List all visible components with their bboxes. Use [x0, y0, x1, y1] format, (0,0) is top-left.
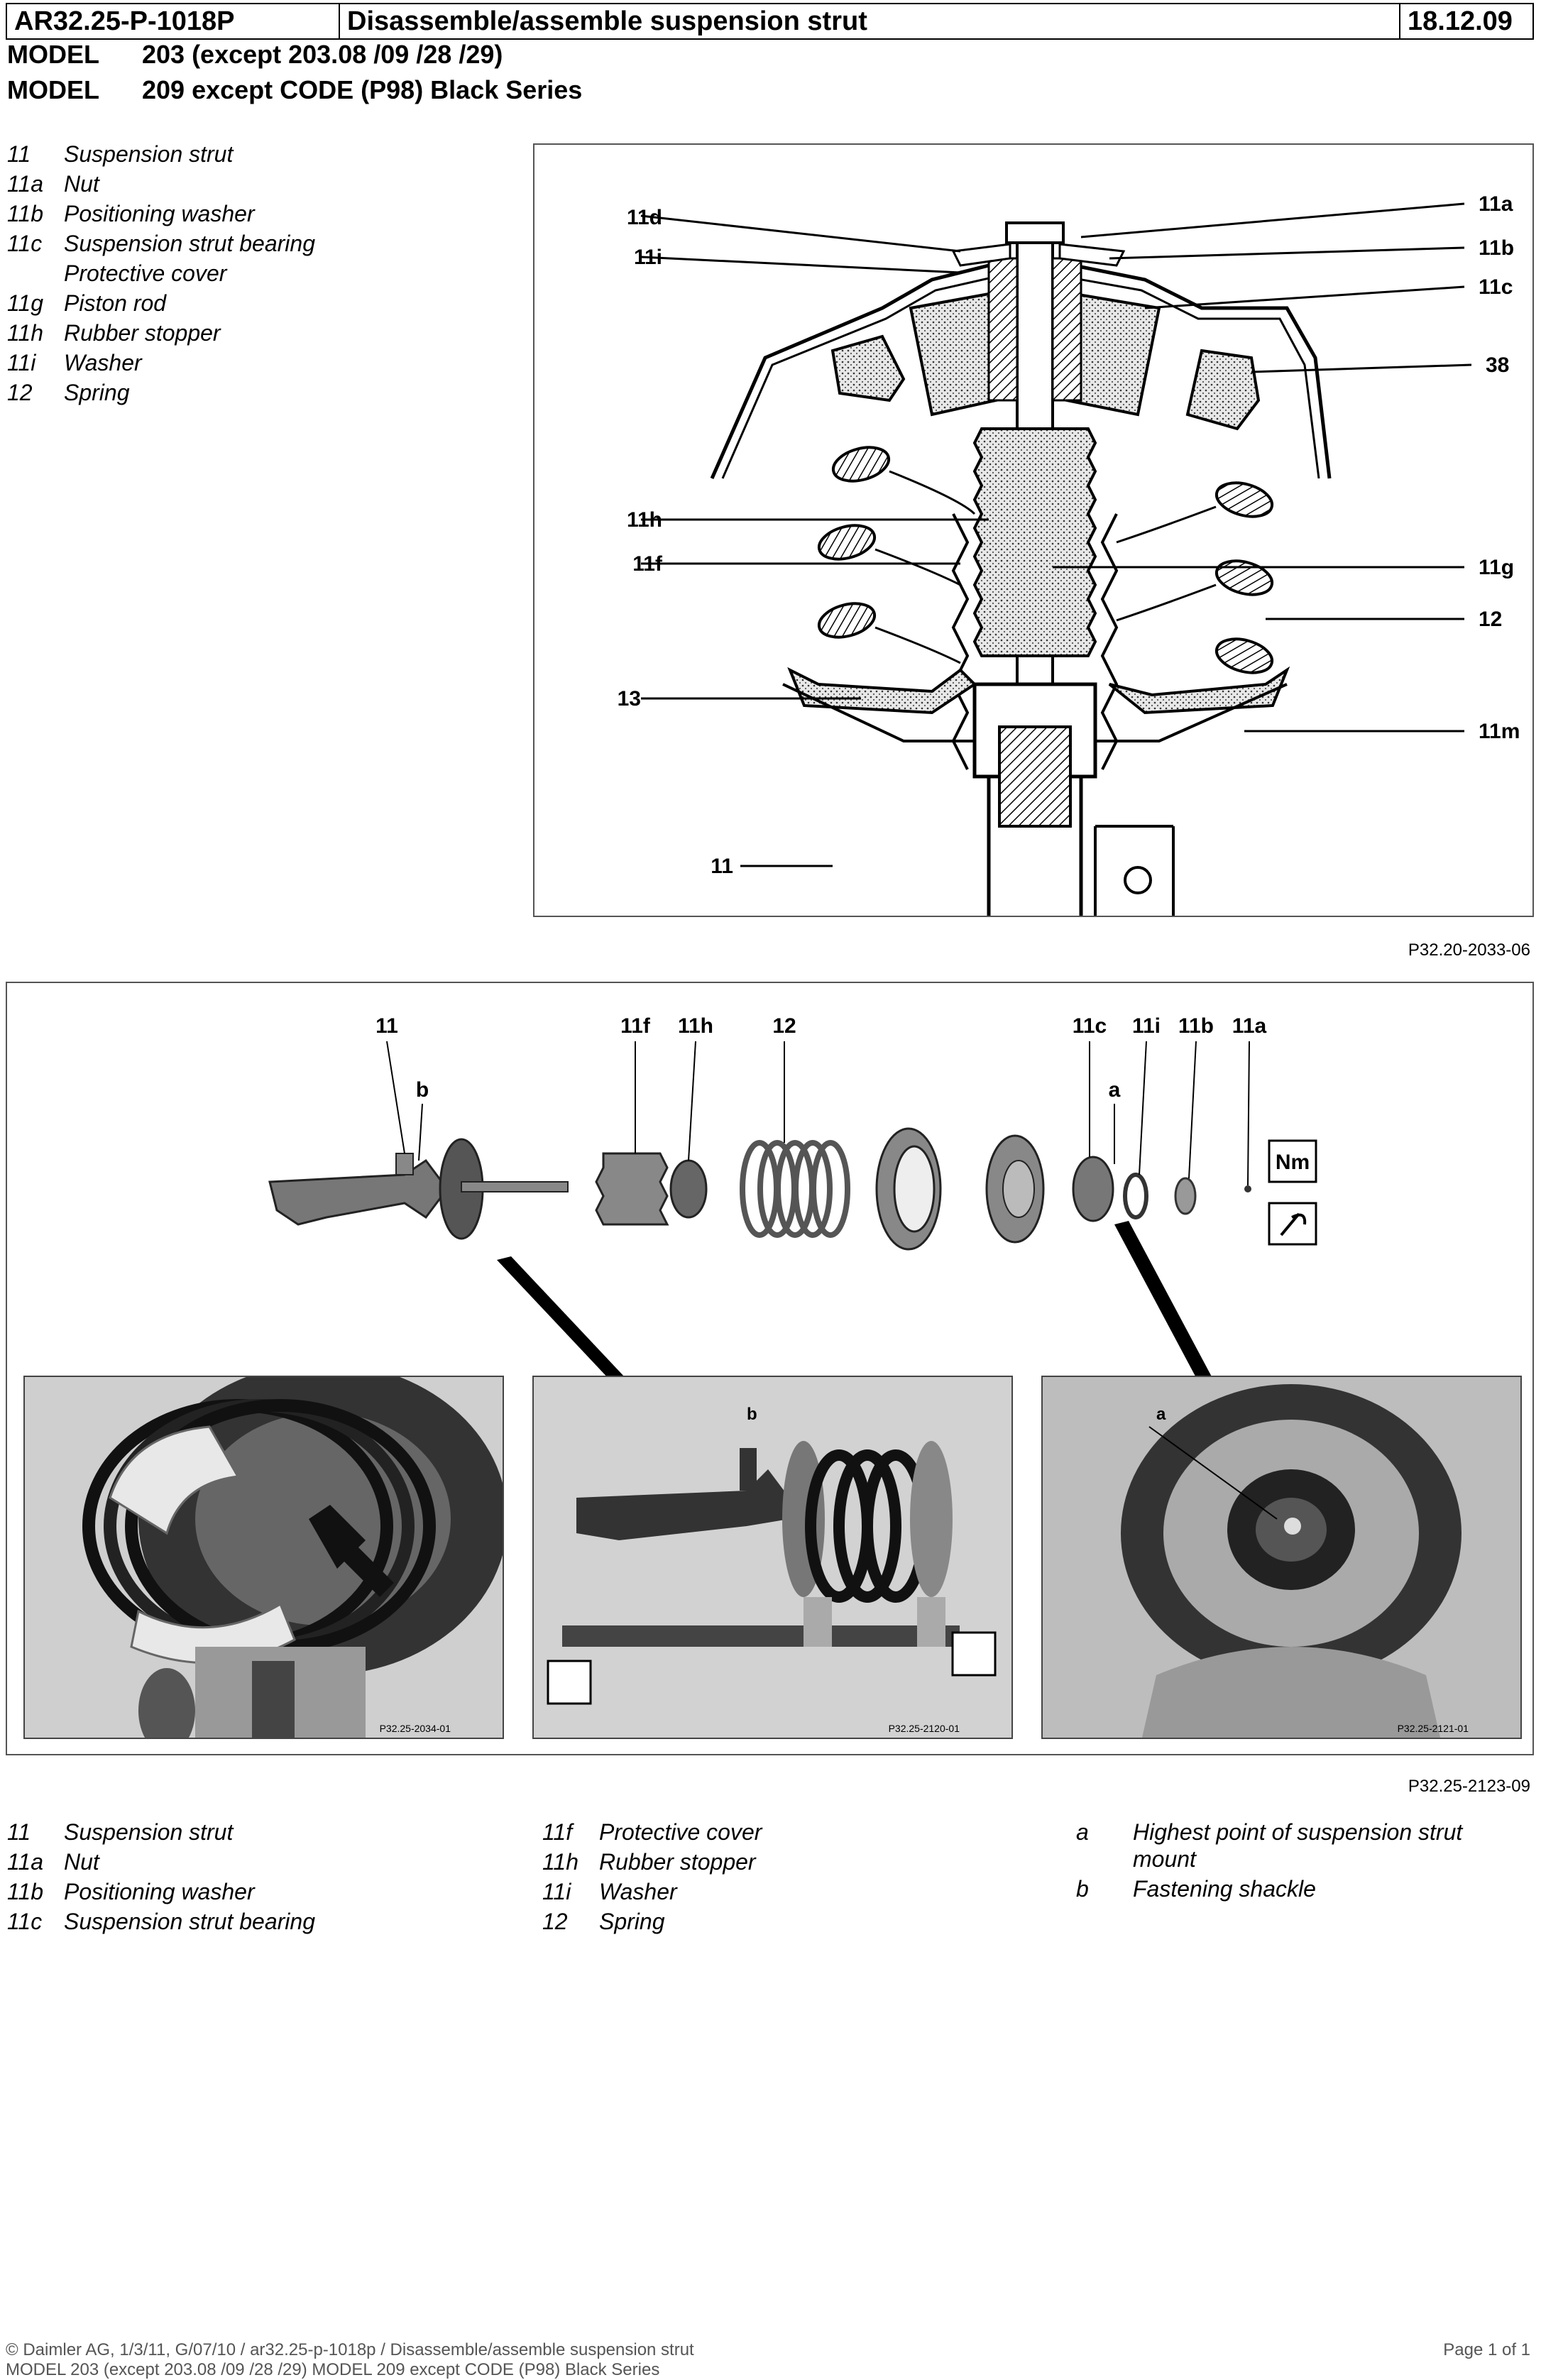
- footer-line-1: © Daimler AG, 1/3/11, G/07/10 / ar32.25-…: [6, 2340, 694, 2359]
- figure-reference-1: P32.20-2033-06: [1408, 941, 1530, 960]
- label-11d: 11d: [627, 206, 662, 229]
- label-11a: 11a: [1232, 1014, 1267, 1038]
- svg-text:P32.25-2034-01: P32.25-2034-01: [380, 1723, 451, 1734]
- svg-text:b: b: [747, 1405, 757, 1424]
- label-11m: 11m: [1479, 720, 1520, 743]
- photo-strut-in-compressor: b P32.25-2120-01: [532, 1376, 1013, 1739]
- label-11i: 11i: [634, 246, 662, 269]
- model-label: MODEL: [7, 75, 99, 104]
- label-11c: 11c: [1479, 275, 1513, 299]
- label-11f: 11f: [620, 1014, 651, 1038]
- label-11: 11: [711, 855, 733, 878]
- svg-text:P32.25-2120-01: P32.25-2120-01: [889, 1723, 960, 1734]
- legend-item-continuation: mount: [1133, 1846, 1196, 1872]
- protective-cover-part: [595, 1152, 708, 1226]
- doc-title: Disassemble/assemble suspension strut: [340, 4, 1400, 38]
- doc-date: 18.12.09: [1408, 6, 1513, 36]
- model-label: MODEL: [7, 40, 99, 69]
- label-11f: 11f: [632, 552, 663, 576]
- spring-part: [740, 1140, 850, 1238]
- document-header: AR32.25-P-1018P Disassemble/assemble sus…: [6, 3, 1534, 40]
- strut-cross-section-drawing: 11d 11i 11h 11f 13 11 11a 11b 11c 38 11g…: [618, 192, 1520, 916]
- photo-strut-mount-top: a P32.25-2121-01: [1041, 1376, 1522, 1739]
- photo-spring-compressor: P32.25-2034-01: [23, 1376, 504, 1739]
- exploded-view-drawing: 11 11f 11h 12 11c 11i 11b 11a b a Nm: [268, 1014, 1317, 1384]
- label-12: 12: [1479, 608, 1502, 631]
- suspension-strut-part: [268, 1138, 569, 1240]
- model-value: 209 except CODE (P98) Black Series: [142, 75, 583, 104]
- bearing-part: [1072, 1156, 1251, 1222]
- label-a: a: [1109, 1078, 1121, 1102]
- model-value: 203 (except 203.08 /09 /28 /29): [142, 40, 503, 69]
- label-11a: 11a: [1479, 192, 1513, 216]
- label-13: 13: [618, 687, 641, 711]
- legend-item: Protective cover: [64, 261, 227, 286]
- doc-number: AR32.25-P-1018P: [7, 4, 340, 38]
- label-11h: 11h: [627, 508, 662, 532]
- label-11c: 11c: [1073, 1014, 1107, 1038]
- label-11i: 11i: [1132, 1014, 1161, 1038]
- label-38: 38: [1486, 353, 1509, 377]
- label-11b: 11b: [1178, 1014, 1214, 1038]
- mount-part: [985, 1134, 1045, 1244]
- label-12: 12: [772, 1014, 796, 1038]
- footer-page-number: Page 1 of 1: [1443, 2340, 1530, 2359]
- figure-reference-2: P32.25-2123-09: [1408, 1777, 1530, 1796]
- label-b: b: [416, 1078, 429, 1102]
- strut-cross-section-figure: 11d 11i 11h 11f 13 11 11a 11b 11c 38 11g…: [533, 143, 1534, 917]
- footer-line-2: MODEL 203 (except 203.08 /09 /28 /29) MO…: [6, 2360, 660, 2379]
- spring-seat-part: [875, 1127, 942, 1251]
- special-tool-icon: [1280, 1212, 1307, 1236]
- label-11: 11: [375, 1014, 398, 1038]
- label-11h: 11h: [678, 1014, 713, 1038]
- label-11g: 11g: [1479, 556, 1514, 579]
- svg-text:P32.25-2121-01: P32.25-2121-01: [1398, 1723, 1469, 1734]
- svg-text:a: a: [1156, 1405, 1166, 1424]
- label-11b: 11b: [1479, 236, 1514, 260]
- torque-symbol: Nm: [1276, 1151, 1310, 1174]
